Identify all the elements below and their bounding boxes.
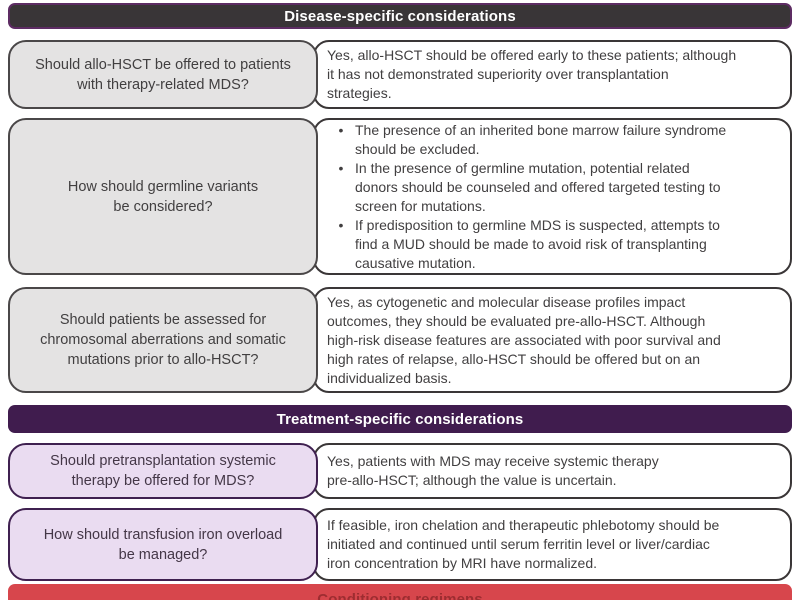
- question-box: Should pretransplantation systemic thera…: [8, 443, 318, 499]
- qa-row: Yes, as cytogenetic and molecular diseas…: [8, 287, 792, 393]
- bullet-text: In the presence of germline mutation, po…: [355, 159, 721, 214]
- qa-row: If feasible, iron chelation and therapeu…: [8, 508, 792, 581]
- section-header-treatment: Treatment-specific considerations: [8, 405, 792, 433]
- answer-text: Yes, as cytogenetic and molecular diseas…: [327, 293, 721, 386]
- answer-box: Yes, patients with MDS may receive syste…: [313, 443, 792, 499]
- question-box: Should patients be assessed for chromoso…: [8, 287, 318, 393]
- bullet-item: • The presence of an inherited bone marr…: [327, 121, 727, 159]
- answer-box: Yes, as cytogenetic and molecular diseas…: [313, 287, 792, 393]
- qa-row: Yes, patients with MDS may receive syste…: [8, 443, 792, 499]
- bullet-icon: •: [338, 216, 344, 233]
- qa-row: Yes, allo-HSCT should be offered early t…: [8, 40, 792, 109]
- section-header-disease-label: Disease-specific considerations: [284, 7, 516, 25]
- bullet-item: • In the presence of germline mutation, …: [327, 159, 726, 216]
- section-header-conditioning: Conditioning regimens: [8, 584, 792, 600]
- answer-text: Yes, allo-HSCT should be offered early t…: [327, 47, 737, 101]
- answer-text: If feasible, iron chelation and therapeu…: [327, 517, 720, 571]
- question-box: How should transfusion iron overload be …: [8, 508, 318, 581]
- section-header-disease: Disease-specific considerations: [8, 3, 792, 29]
- answer-bullet-list: • The presence of an inherited bone marr…: [327, 121, 727, 273]
- question-box: Should allo-HSCT be offered to patients …: [8, 40, 318, 109]
- bullet-text: If predisposition to germline MDS is sus…: [355, 216, 720, 271]
- section-header-treatment-label: Treatment-specific considerations: [276, 410, 524, 428]
- question-box: How should germline variants be consider…: [8, 118, 318, 275]
- answer-box: • The presence of an inherited bone marr…: [313, 118, 792, 275]
- bullet-icon: •: [338, 159, 344, 176]
- answer-box: Yes, allo-HSCT should be offered early t…: [313, 40, 792, 109]
- bullet-icon: •: [338, 121, 344, 138]
- bullet-text: The presence of an inherited bone marrow…: [355, 121, 727, 157]
- bullet-item: • If predisposition to germline MDS is s…: [327, 216, 726, 273]
- section-header-conditioning-label: Conditioning regimens: [317, 590, 483, 600]
- qa-row: • The presence of an inherited bone marr…: [8, 118, 792, 275]
- answer-box: If feasible, iron chelation and therapeu…: [313, 508, 792, 581]
- answer-text: Yes, patients with MDS may receive syste…: [327, 453, 659, 488]
